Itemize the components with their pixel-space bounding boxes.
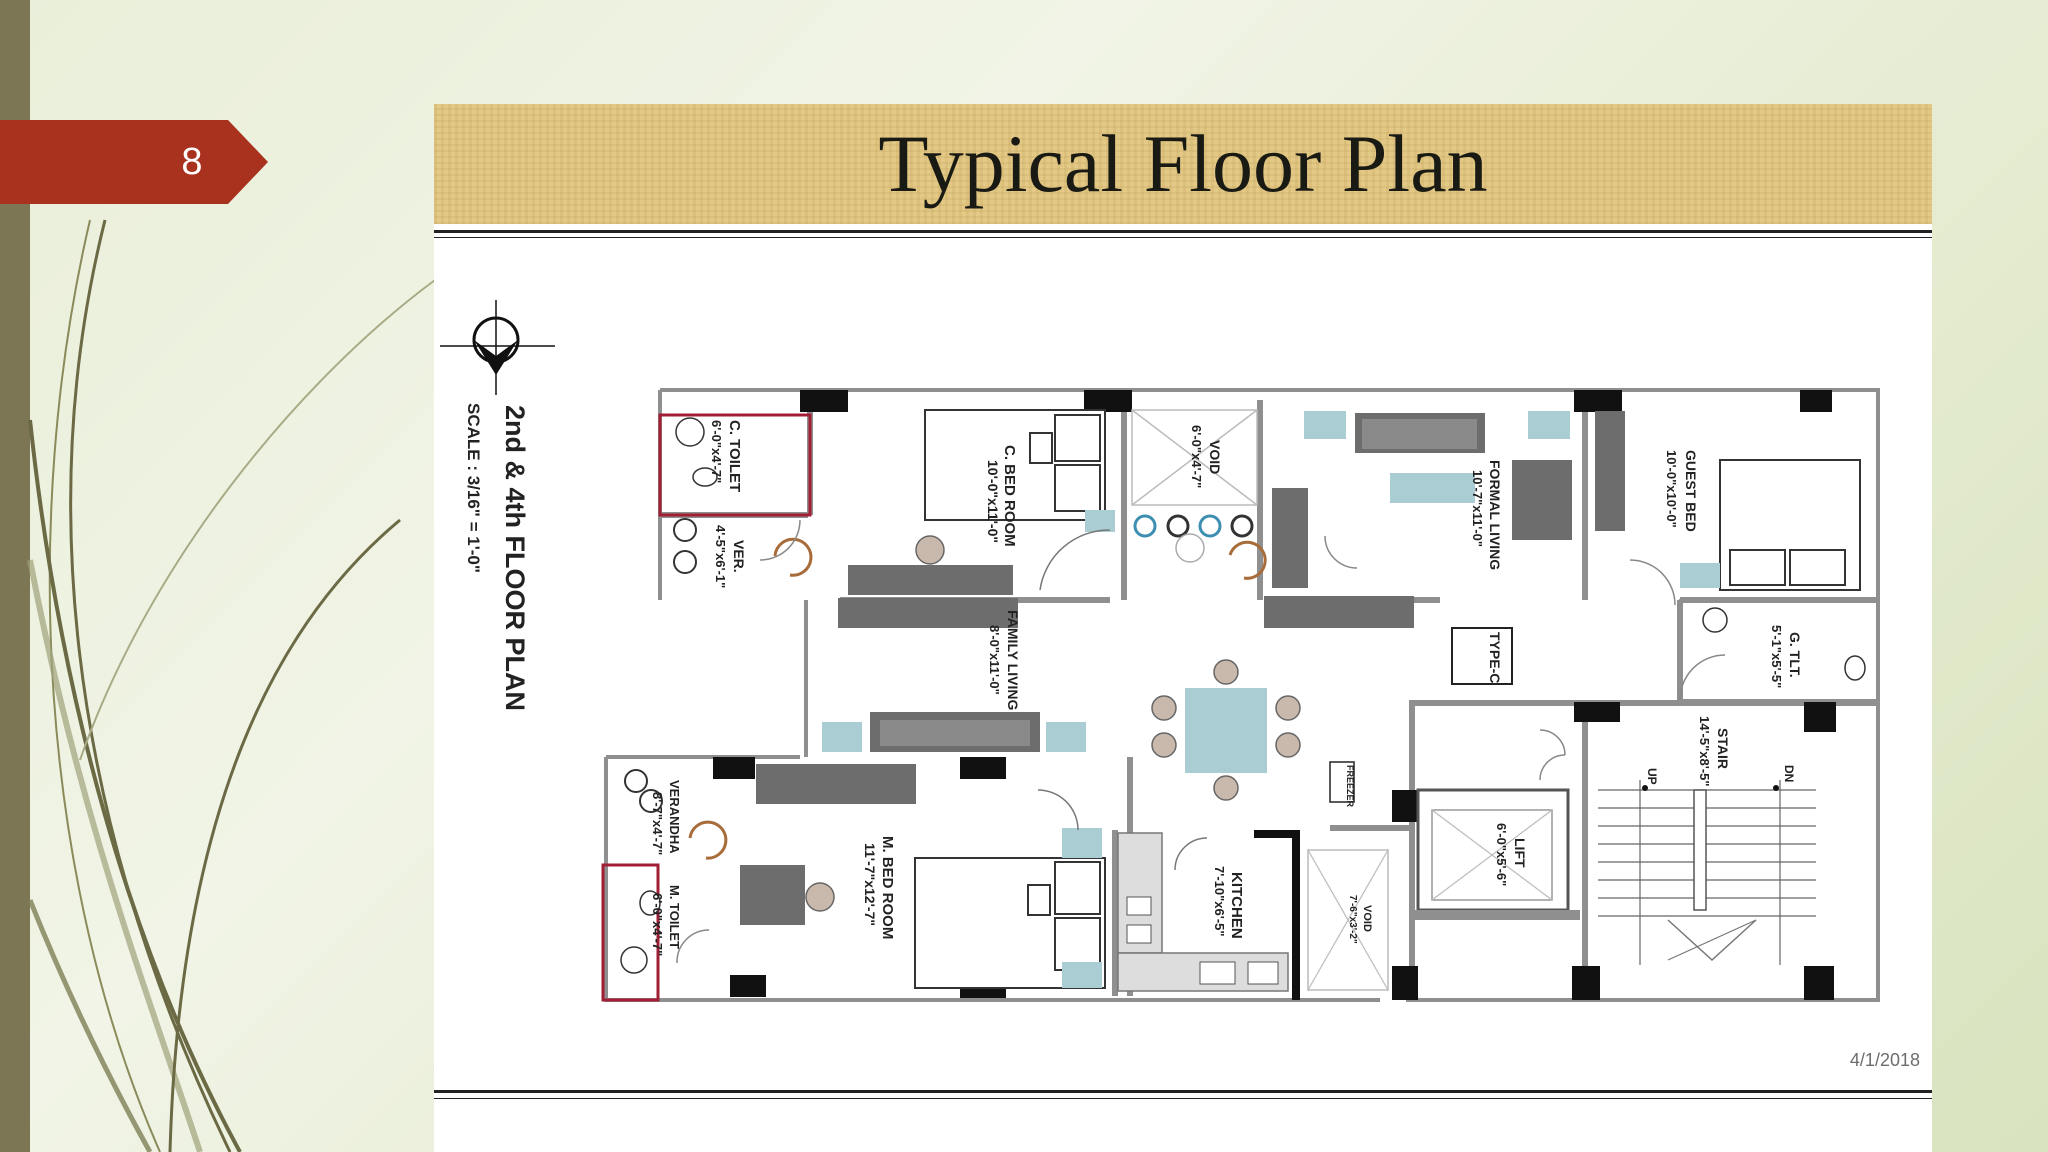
lift-label: LIFT xyxy=(1512,838,1528,868)
verandha-label: VERANDHA xyxy=(667,780,682,854)
type-c-unit: TYPE-C xyxy=(1451,627,1513,685)
dining-table xyxy=(1151,659,1301,801)
guest-bed-dims: 10'-0"x10'-0" xyxy=(1664,450,1679,528)
m-toilet-label: M. TOILET xyxy=(667,885,682,949)
m-bed-room: M. BED ROOM 11'-7"x12'-7" xyxy=(862,789,1106,989)
c-toilet-room: C. TOILET 6'-0"x4'-7" xyxy=(658,413,812,517)
verandha-bottom: VERANDHA 8'-7"x4'-7" xyxy=(624,769,728,860)
stair-dn-label: DN xyxy=(1782,765,1796,782)
structural-columns xyxy=(713,390,1836,1000)
slide-date: 4/1/2018 xyxy=(1849,1050,1920,1070)
family-living-label: FAMILY LIVING xyxy=(1005,610,1021,710)
formal-living-room: FORMAL LIVING 10'-7"x11'-0" xyxy=(1264,411,1572,628)
bottom-rule-thin xyxy=(434,1098,1932,1099)
floor-plan-drawing: 2nd & 4th FLOOR PLAN SCALE : 3/16" = 1'-… xyxy=(440,300,1880,1002)
verandha-dims: 8'-7"x4'-7" xyxy=(650,792,665,855)
bottom-rule xyxy=(434,1090,1932,1093)
stair-label: STAIR xyxy=(1715,728,1731,769)
void-bottom-label: VOID xyxy=(1361,905,1373,932)
c-bed-room-dims: 10'-0"x11'-0" xyxy=(985,460,1001,543)
stair-dims: 14'-5"x8'-5" xyxy=(1697,716,1712,787)
top-rule xyxy=(434,230,1932,233)
g-tlt-dims: 5'-1"x5'-5" xyxy=(1769,625,1784,688)
formal-living-label: FORMAL LIVING xyxy=(1487,460,1503,570)
formal-living-dims: 10'-7"x11'-0" xyxy=(1470,470,1485,547)
freezer-label: FREEZER xyxy=(1345,765,1355,808)
type-c-label: TYPE-C xyxy=(1487,632,1503,683)
kitchen: KITCHEN 7'-10"x6'-5" xyxy=(1117,832,1289,992)
decorative-swooshes xyxy=(27,219,436,1152)
page-title: Typical Floor Plan xyxy=(878,118,1488,209)
slide-number-tag xyxy=(0,120,268,204)
void-top: VOID 6'-0"x4'-7" xyxy=(1131,409,1267,580)
m-bed-room-label: M. BED ROOM xyxy=(879,836,896,939)
slide-number: 8 xyxy=(181,141,203,183)
void-bottom: VOID 7'-6"x3'-2" xyxy=(1307,849,1389,991)
plan-heading: 2nd & 4th FLOOR PLAN xyxy=(500,405,530,711)
lift: LIFT 6'-0"x5'-6" xyxy=(1410,788,1580,920)
c-bed-room-label: C. BED ROOM xyxy=(1001,445,1018,547)
guest-bed-room: GUEST BED 10'-0"x10'-0" xyxy=(1595,411,1861,591)
void-top-dims: 6'-0"x4'-7" xyxy=(1189,425,1204,488)
c-bed-room: C. BED ROOM 10'-0"x11'-0" xyxy=(924,409,1115,591)
guest-bed-label: GUEST BED xyxy=(1683,450,1699,532)
family-living-dims: 8'-0"x11'-0" xyxy=(987,625,1002,695)
void-top-label: VOID xyxy=(1207,440,1223,474)
m-toilet-dims: 6'-0"x4'-7" xyxy=(650,893,665,956)
top-rule-thin xyxy=(434,237,1932,238)
door-swings xyxy=(676,519,1726,964)
m-bed-room-dims: 11'-7"x12'-7" xyxy=(862,843,878,926)
ver-dims: 4'-5"x6'-1" xyxy=(713,525,728,588)
family-living-room: FAMILY LIVING 8'-0"x11'-0" xyxy=(756,535,1086,804)
m-toilet-room: M. TOILET 6'-0"x4'-7" xyxy=(601,863,835,1002)
c-toilet-label: C. TOILET xyxy=(726,420,743,492)
verandah-top: VER. 4'-5"x6'-1" xyxy=(673,518,813,588)
compass-icon xyxy=(440,300,555,395)
void-bottom-dims: 7'-6"x3'-2" xyxy=(1347,895,1358,944)
freezer: FREEZER xyxy=(1329,761,1355,808)
guest-toilet: G. TLT. 5'-1"x5'-5" xyxy=(1679,599,1879,701)
kitchen-label: KITCHEN xyxy=(1228,872,1245,939)
g-tlt-label: G. TLT. xyxy=(1787,632,1803,678)
plan-scale: SCALE : 3/16" = 1'-0" xyxy=(464,403,483,573)
c-toilet-dims: 6'-0"x4'-7" xyxy=(709,420,724,483)
stair-core: STAIR 14'-5"x8'-5" UP DN xyxy=(1592,716,1822,965)
stair-up-label: UP xyxy=(1645,768,1659,785)
ver-label: VER. xyxy=(731,540,747,573)
kitchen-dims: 7'-10"x6'-5" xyxy=(1212,866,1227,937)
title-banner: Typical Floor Plan xyxy=(434,104,1932,224)
lift-dims: 6'-0"x5'-6" xyxy=(1494,823,1509,886)
